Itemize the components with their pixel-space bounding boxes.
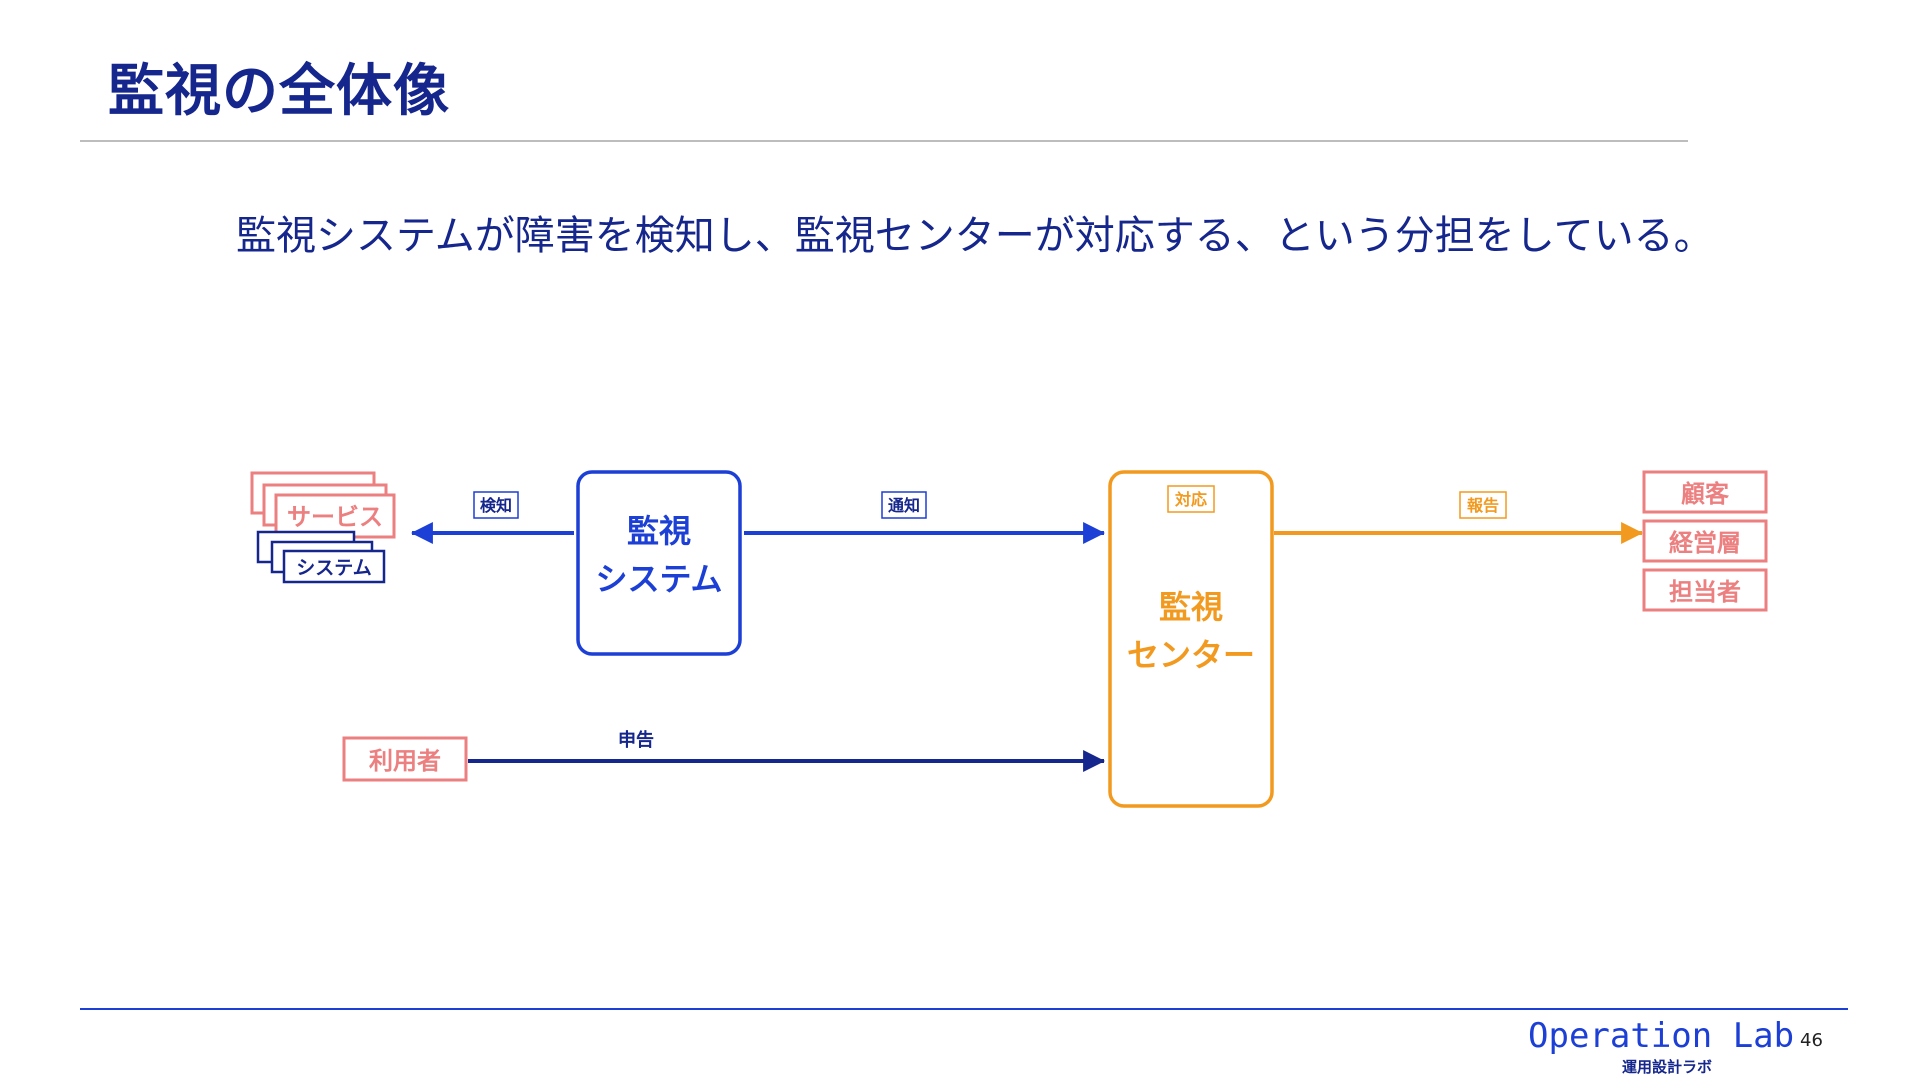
recipient-person-in-charge: 担当者 — [1669, 578, 1741, 606]
monitoring-center-box — [1108, 470, 1274, 808]
brand-subtitle: 運用設計ラボ — [1622, 1058, 1713, 1076]
service-label: サービス — [287, 503, 383, 531]
monitoring-center-label-line1: 監視 — [1159, 588, 1223, 626]
recipient-management: 経営層 — [1669, 529, 1741, 557]
recipient-box — [1642, 519, 1768, 563]
notify-tag — [881, 491, 927, 519]
title-divider — [80, 140, 1688, 142]
monitoring-system-box — [576, 470, 742, 656]
brand-logo-text: Operation Lab — [1528, 1016, 1795, 1056]
monitoring-center-label-line2: センター — [1127, 636, 1255, 674]
monitoring-system-label-line2: システム — [595, 560, 722, 598]
slide-title: 監視の全体像 — [108, 59, 450, 124]
system-label: システム — [296, 557, 371, 579]
user-label: 利用者 — [369, 747, 441, 775]
service-box — [274, 493, 396, 539]
system-box — [282, 549, 386, 584]
recipient-box — [1642, 568, 1768, 612]
detect-tag — [473, 491, 519, 519]
respond-tag — [1167, 485, 1215, 513]
slide-subtitle: 監視システムが障害を検知し、監視センターが対応する、という分担をしている。 — [236, 213, 1714, 259]
detect-label: 検知 — [480, 496, 512, 515]
recipient-customer: 顧客 — [1681, 480, 1730, 508]
recipients-group: 顧客 経営層 担当者 — [1642, 470, 1768, 612]
declare-label: 申告 — [618, 729, 654, 751]
monitoring-system-label-line1: 監視 — [627, 512, 691, 550]
footer-divider — [80, 1008, 1848, 1010]
user-box — [342, 736, 468, 782]
notify-label: 通知 — [888, 496, 920, 515]
report-tag — [1459, 491, 1507, 519]
service-stack: サービス — [250, 471, 396, 539]
report-label: 報告 — [1467, 496, 1499, 515]
page-number: 46 — [1800, 1030, 1823, 1051]
recipient-box — [1642, 470, 1768, 514]
system-stack: システム — [256, 530, 386, 584]
respond-label: 対応 — [1174, 490, 1207, 509]
